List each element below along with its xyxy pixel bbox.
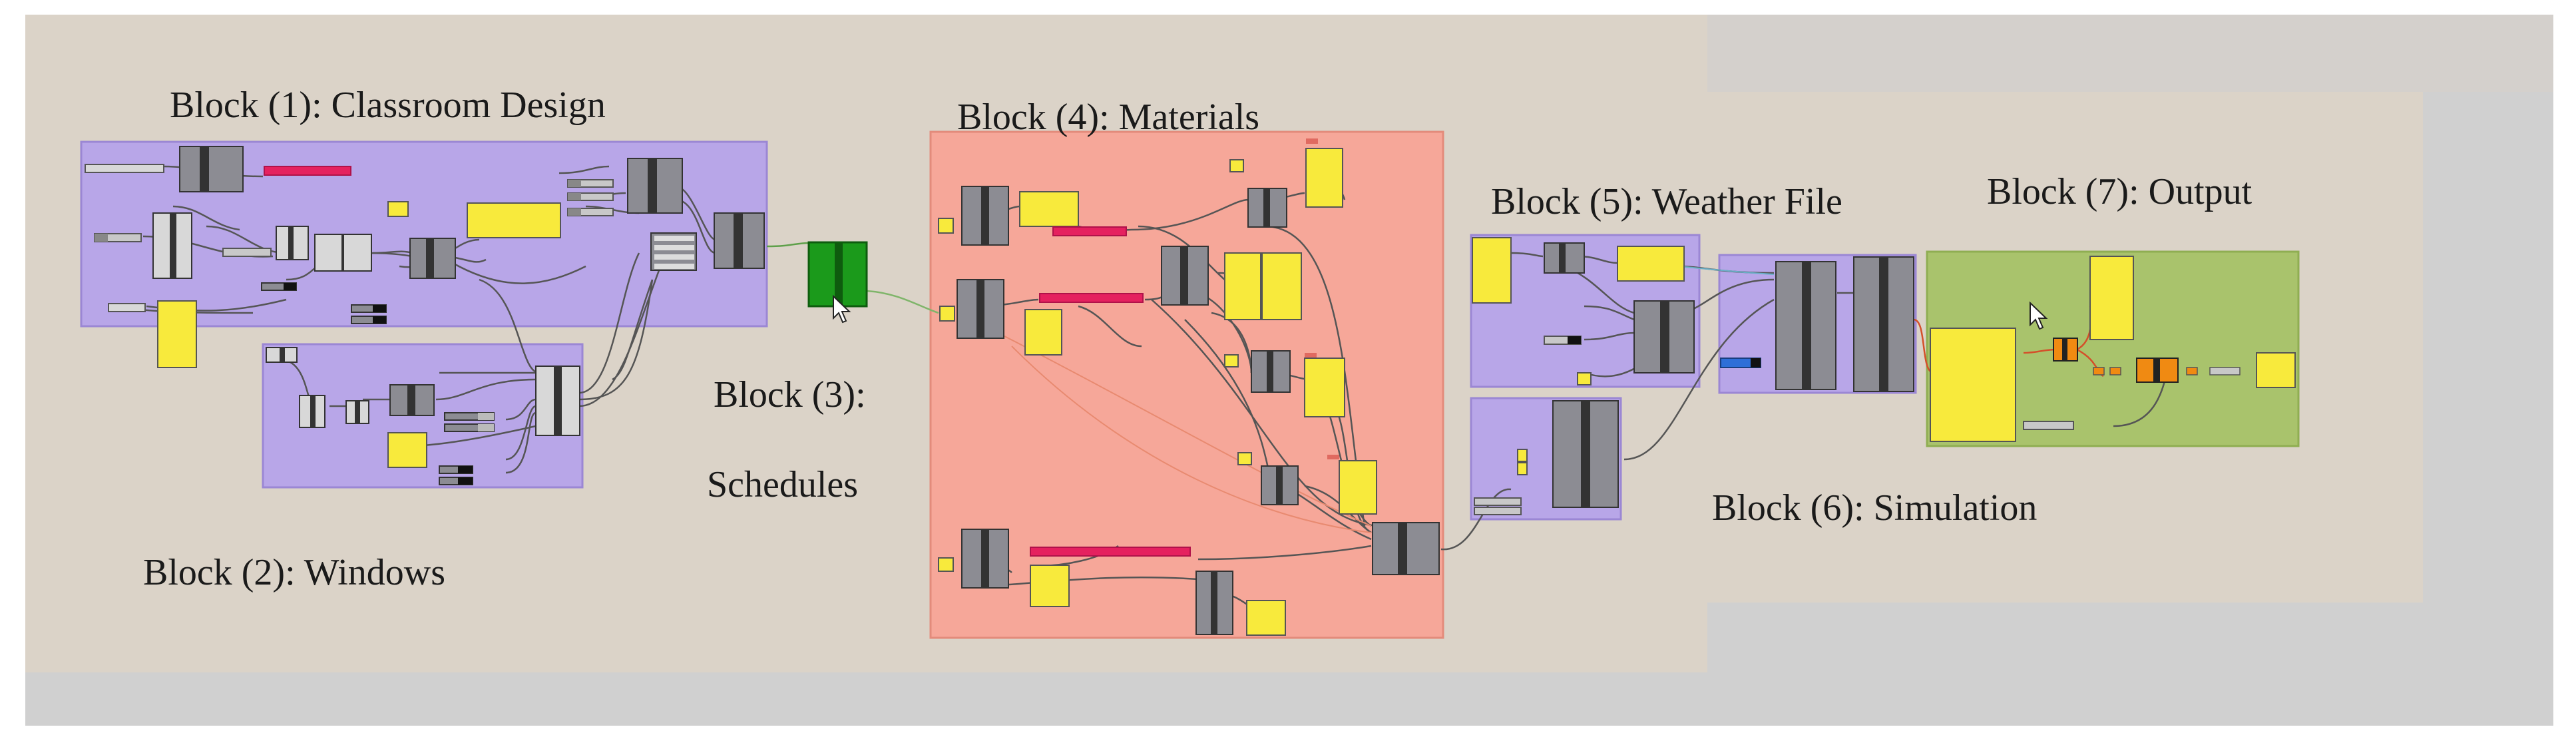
canvas-corner	[1707, 15, 2553, 92]
yellow-panel-large[interactable]	[467, 202, 561, 238]
label-block1: Block (1): Classroom Design	[170, 85, 606, 126]
wire-schedule-in	[766, 242, 809, 248]
yellow-panel-small[interactable]	[387, 201, 409, 217]
label-block4: Block (4): Materials	[957, 97, 1260, 138]
block6-components[interactable]	[1474, 256, 1914, 515]
label-block3-line2: Schedules	[707, 464, 859, 505]
wire-materials-to-sim	[1440, 488, 1512, 551]
label-block5: Block (5): Weather File	[1491, 181, 1842, 222]
slider-input[interactable]	[85, 164, 164, 173]
block4-components[interactable]	[938, 138, 1440, 636]
block7-components[interactable]	[1930, 256, 2296, 442]
block2-components[interactable]	[266, 347, 580, 485]
yellow-panel-tall[interactable]	[157, 300, 197, 368]
wire-schedule-out	[866, 290, 939, 314]
wire-weather-path	[1677, 266, 1775, 275]
label-block6: Block (6): Simulation	[1712, 487, 2038, 529]
mouse-cursor-icon	[833, 294, 851, 324]
block5-components[interactable]	[1472, 237, 1695, 385]
schedules-component[interactable]	[807, 241, 868, 308]
mouse-cursor-icon	[2030, 301, 2048, 330]
block1-components[interactable]	[85, 146, 765, 368]
label-block3-line1: Block (3):	[714, 374, 866, 415]
pink-slider[interactable]	[264, 166, 351, 176]
wire-faint-1	[1011, 346, 1372, 533]
label-block7: Block (7): Output	[1987, 171, 2253, 212]
label-block2: Block (2): Windows	[143, 552, 446, 593]
